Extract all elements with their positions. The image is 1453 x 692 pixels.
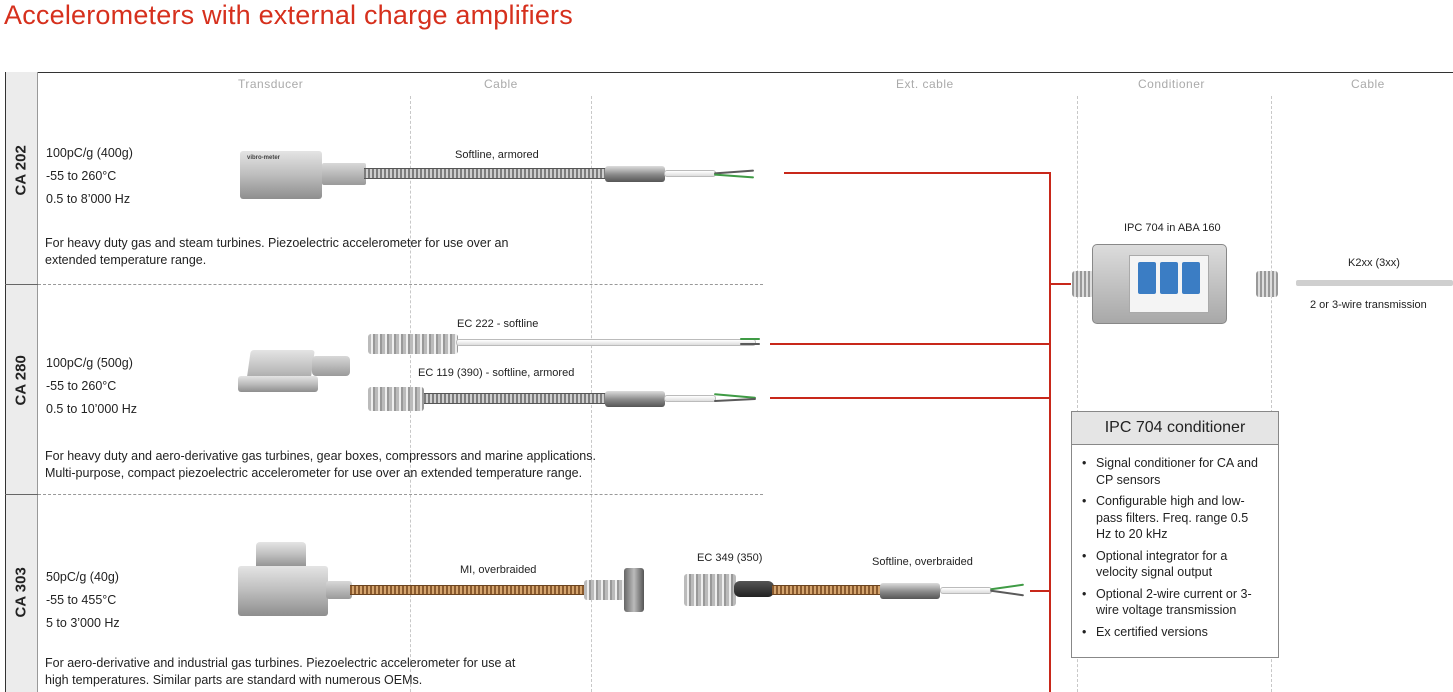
column-header-transducer: Transducer [238, 77, 304, 91]
row-description: For aero-derivative and industrial gas t… [45, 656, 516, 687]
wire [713, 397, 757, 403]
signal-line [770, 343, 1050, 345]
junction-box-image [1092, 244, 1227, 324]
feature-item: Optional 2-wire current or 3-wire voltag… [1082, 586, 1266, 619]
sensor-base [238, 376, 318, 392]
conditioner-title: IPC 704 conditioner [1072, 412, 1278, 445]
feature-item: Optional integrator for a velocity signa… [1082, 548, 1266, 581]
row-divider [38, 284, 763, 285]
sensor-connector [312, 356, 350, 376]
accelerometer-ca303-top [256, 542, 306, 568]
wire [713, 173, 755, 179]
terminal-block [1182, 262, 1200, 294]
wire [740, 343, 760, 345]
cable-sleeve [880, 583, 940, 599]
signal-line [784, 172, 1050, 174]
cable-label-ec349: EC 349 (350) [697, 552, 763, 564]
column-header-cable: Cable [484, 77, 518, 91]
spec-frequency: 0.5 to 10’000 Hz [46, 402, 138, 416]
model-label-ca280: CA 280 [12, 355, 30, 406]
spec-frequency: 5 to 3’000 Hz [46, 616, 120, 630]
spec-temperature: -55 to 260°C [46, 169, 117, 183]
column-header-cable-out: Cable [1351, 77, 1385, 91]
cable-end [940, 587, 992, 594]
wire [740, 338, 760, 340]
spec-temperature: -55 to 455°C [46, 593, 117, 607]
cable-end [664, 395, 716, 402]
accelerometer-ca202-image: vibro-meter [240, 151, 322, 199]
page-title: Accelerometers with external charge ampl… [4, 0, 573, 30]
cable-ec222 [456, 339, 756, 346]
armored-cable [364, 168, 608, 179]
divider [1077, 96, 1078, 692]
spec-temperature: -55 to 260°C [46, 379, 117, 393]
model-label-column [5, 72, 38, 692]
connector-ec119 [368, 387, 424, 411]
connector-ec349 [684, 574, 736, 606]
cable-label-mi: MI, overbraided [460, 564, 537, 576]
signal-bus [1049, 172, 1051, 692]
signal-line [1049, 283, 1071, 285]
feature-item: Signal conditioner for CA and CP sensors [1082, 455, 1266, 488]
cable-sleeve [605, 166, 665, 182]
output-cable-note: 2 or 3-wire transmission [1310, 299, 1427, 311]
row-description: For heavy duty and aero-derivative gas t… [45, 449, 596, 480]
spec-sensitivity: 100pC/g (400g) [46, 146, 133, 160]
accelerometer-ca303-image [238, 566, 328, 616]
sensor-brand-text: vibro-meter [247, 155, 281, 161]
mi-connector [584, 580, 626, 600]
spec-list: 100pC/g (400g) -55 to 260°C 0.5 to 8’000… [46, 142, 133, 211]
sensor-neck [322, 163, 366, 185]
cable-gland-right [1256, 271, 1278, 297]
cable-gland-left [1072, 271, 1094, 297]
row-description: For heavy duty gas and steam turbines. P… [45, 236, 509, 267]
connector-ec222 [368, 334, 458, 354]
spec-sensitivity: 50pC/g (40g) [46, 570, 119, 584]
feature-item: Ex certified versions [1082, 624, 1266, 641]
junction-box-inner [1129, 255, 1209, 313]
column-header-conditioner: Conditioner [1138, 77, 1205, 91]
row-separator [5, 284, 38, 285]
terminal-block [1160, 262, 1178, 294]
junction-box-label: IPC 704 in ABA 160 [1124, 222, 1221, 234]
cable-label-softline-overbraided: Softline, overbraided [872, 556, 973, 568]
signal-line [770, 397, 1050, 399]
cable-label-ec119: EC 119 (390) - softline, armored [418, 367, 575, 379]
spec-frequency: 0.5 to 8’000 Hz [46, 192, 131, 206]
cable-label: Softline, armored [455, 149, 539, 161]
armored-cable-ec119 [424, 393, 608, 404]
connector-boot [734, 581, 774, 597]
cable-sleeve [605, 391, 665, 407]
feature-item: Configurable high and low-pass filters. … [1082, 493, 1266, 543]
column-header-ext-cable: Ext. cable [896, 77, 954, 91]
row-separator [5, 494, 38, 495]
cable-end [664, 170, 716, 177]
spec-list: 100pC/g (500g) -55 to 260°C 0.5 to 10’00… [46, 352, 137, 421]
flange-connector [624, 568, 644, 612]
wire [990, 589, 1024, 597]
conditioner-feature-list: Signal conditioner for CA and CP sensors… [1072, 445, 1278, 640]
spec-list: 50pC/g (40g) -55 to 455°C 5 to 3’000 Hz [46, 566, 120, 635]
mi-cable [350, 585, 586, 595]
row-divider [38, 494, 763, 495]
divider [1271, 96, 1272, 692]
terminal-block [1138, 262, 1156, 294]
conditioner-info-box: IPC 704 conditioner Signal conditioner f… [1071, 411, 1279, 658]
ext-cable [772, 585, 882, 595]
cable-label-ec222: EC 222 - softline [457, 318, 539, 330]
spec-sensitivity: 100pC/g (500g) [46, 356, 133, 370]
model-label-ca303: CA 303 [12, 567, 30, 618]
output-cable-label: K2xx (3xx) [1348, 257, 1400, 269]
top-rule [5, 72, 1453, 73]
sensor-neck [326, 581, 352, 599]
output-cable [1296, 280, 1453, 286]
signal-line [1030, 590, 1050, 592]
model-label-ca202: CA 202 [12, 145, 30, 196]
